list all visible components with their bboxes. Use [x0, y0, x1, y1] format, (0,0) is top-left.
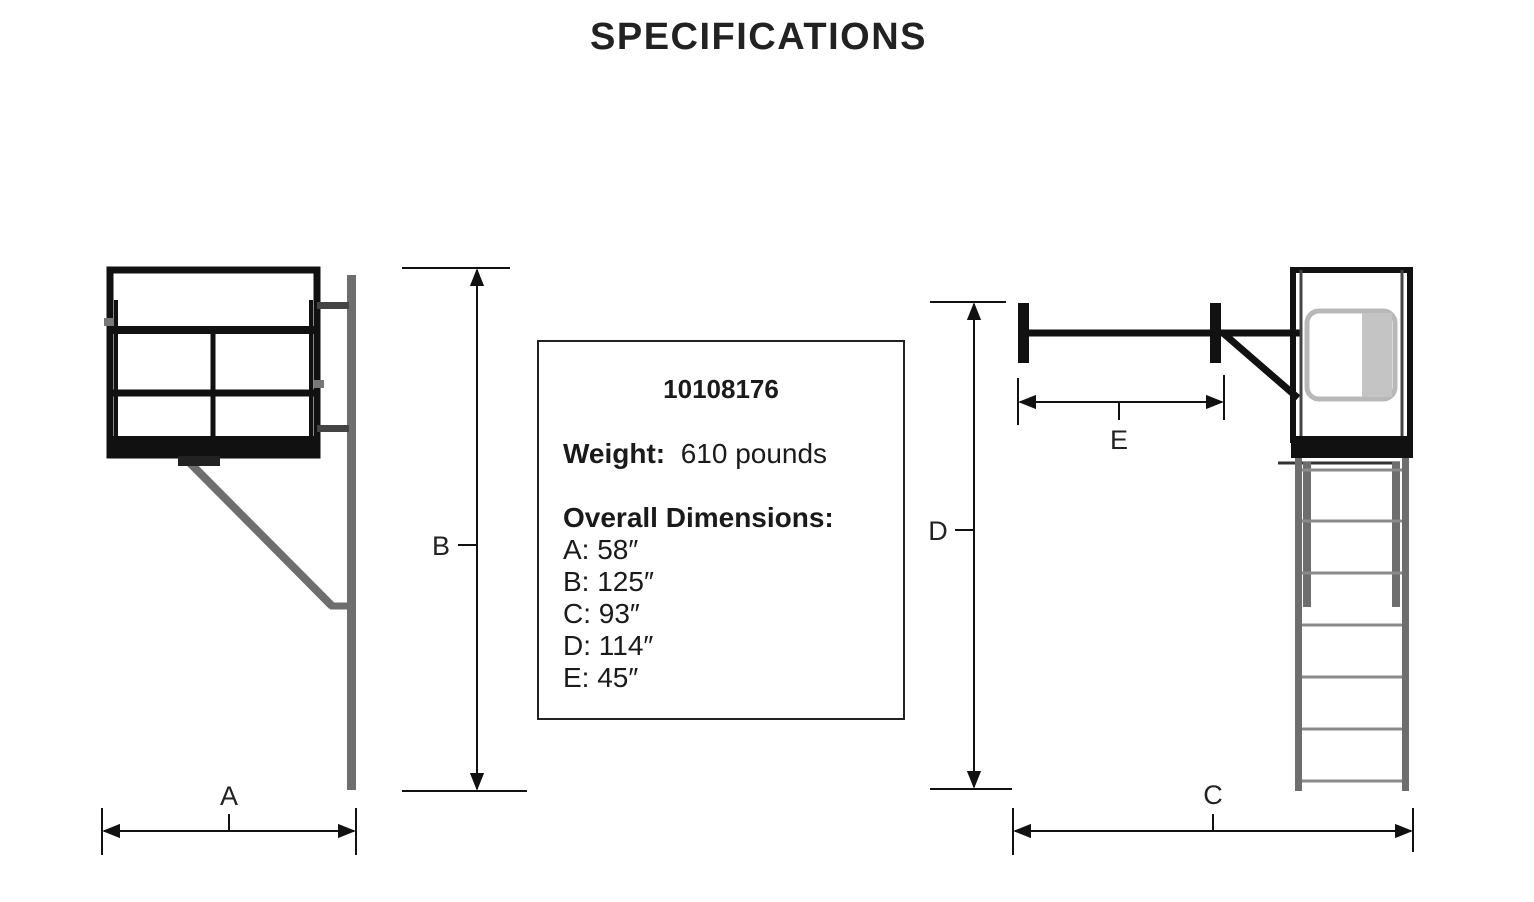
weight-value: 610 pounds [680, 438, 828, 469]
model-number: 10108176 [663, 374, 779, 404]
dimension-a-value: A: 58″ [563, 534, 639, 565]
dimension-a [101, 808, 357, 855]
dimension-d-label: D [928, 516, 948, 546]
dimension-e-label: E [1110, 425, 1128, 455]
front-view-drawing [1018, 267, 1413, 791]
side-view-drawing [104, 266, 356, 790]
dimension-b [402, 267, 527, 792]
dimension-d [930, 301, 1012, 790]
dimension-c [1012, 808, 1414, 855]
dimension-c-label: C [1203, 780, 1223, 810]
dimension-a-label: A [220, 781, 238, 811]
weight-label: Weight: [563, 438, 666, 469]
dimensions-heading: Overall Dimensions: [563, 502, 834, 533]
dimension-e [1017, 375, 1225, 425]
dimension-e-value: E: 45″ [563, 662, 639, 693]
dimension-c-value: C: 93″ [563, 598, 640, 629]
dimension-b-label: B [432, 531, 450, 561]
dimension-d-value: D: 114″ [563, 630, 654, 661]
dimension-b-value: B: 125″ [563, 566, 654, 597]
weight-row: Weight: 610 pounds [563, 438, 827, 470]
page-title: SPECIFICATIONS [590, 16, 927, 58]
spec-box: 10108176 Weight: 610 pounds Overall Dime… [537, 340, 905, 720]
dimensions-list: A: 58″ B: 125″ C: 93″ D: 114″ E: 45″ [563, 534, 654, 694]
